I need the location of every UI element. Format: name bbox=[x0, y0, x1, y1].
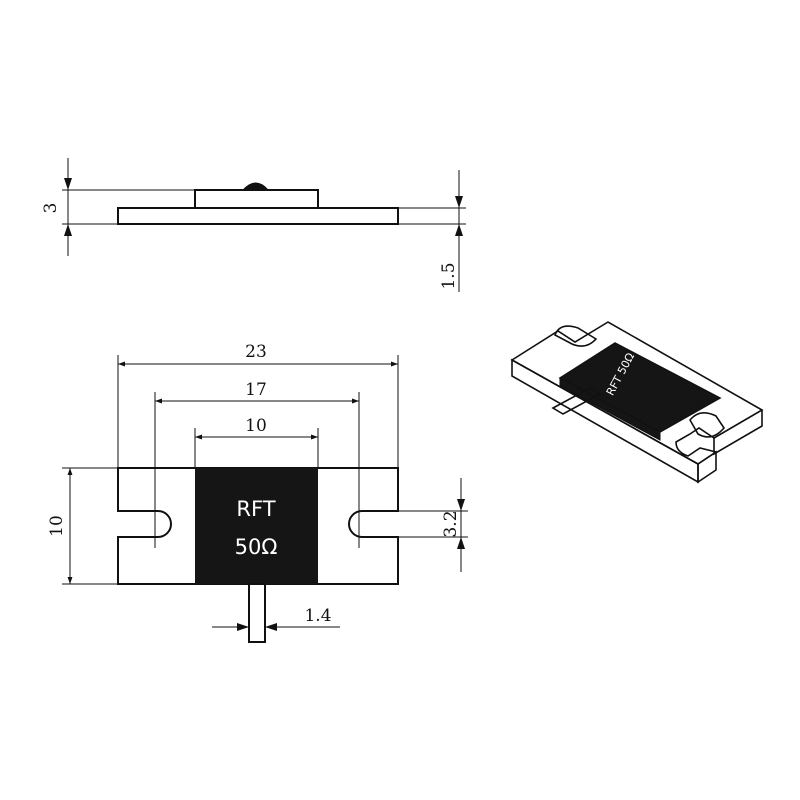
dim-overall-length-label: 23 bbox=[245, 342, 267, 362]
top-flange bbox=[117, 467, 399, 585]
dim-body-width-label: 10 bbox=[245, 416, 267, 436]
side-body bbox=[194, 189, 319, 208]
lead bbox=[248, 583, 266, 643]
iso-view: RFT 50Ω bbox=[510, 321, 764, 484]
dim-slot-width-label: 3.2 bbox=[441, 510, 461, 537]
dim-height-label: 10 bbox=[47, 515, 67, 537]
side-tab bbox=[241, 182, 270, 191]
iso-slot-right bbox=[689, 412, 726, 438]
dim-total-height-label: 3 bbox=[41, 203, 61, 214]
iso-chip-top bbox=[558, 342, 722, 433]
iso-lead bbox=[551, 387, 602, 415]
side-view: 3 1.5 bbox=[41, 158, 466, 292]
side-flange bbox=[117, 207, 399, 225]
iso-slot-left bbox=[553, 325, 598, 347]
dim-lead-width-label: 1.4 bbox=[304, 606, 331, 626]
iso-chip-side bbox=[559, 377, 661, 441]
dim-hole-spacing-label: 17 bbox=[245, 380, 267, 400]
chip-marking-line2: 50Ω bbox=[235, 535, 278, 559]
dim-flange-thickness-label: 1.5 bbox=[439, 262, 459, 289]
iso-flange-side bbox=[697, 450, 717, 484]
top-view: RFT 50Ω 23 17 10 10 3.2 bbox=[47, 342, 468, 643]
chip-marking-line1: RFT bbox=[236, 497, 275, 521]
chip-body bbox=[195, 468, 318, 584]
iso-flange-top bbox=[510, 321, 764, 465]
